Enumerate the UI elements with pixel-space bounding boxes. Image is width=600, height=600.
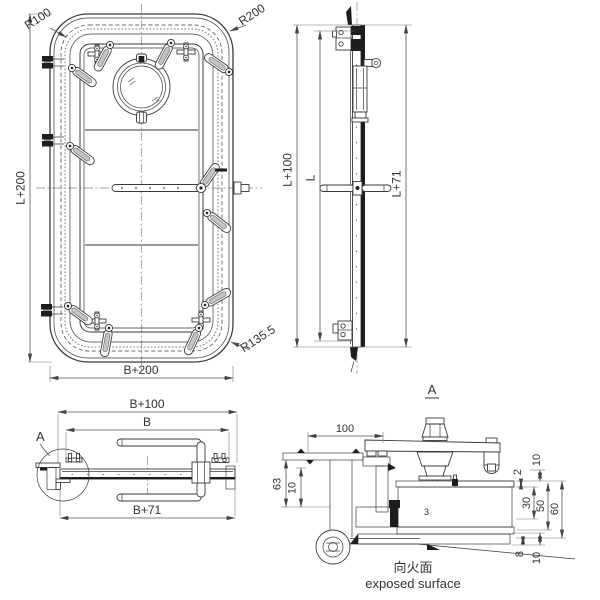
dim-leaf-height-label: L+71 — [390, 170, 404, 197]
side-dimensions: L+100 L L+71 — [281, 24, 412, 348]
part-number-label: 3 — [424, 507, 429, 517]
dim-50-label: 50 — [535, 500, 547, 512]
dim-height-label: L+200 — [14, 171, 28, 205]
porthole — [112, 53, 171, 124]
dim-10-bottom-label: 10 — [531, 552, 543, 564]
detail-title: A — [425, 382, 439, 399]
detail-callout-label: A — [36, 429, 45, 444]
dim-outer-height-label: L+100 — [281, 153, 295, 187]
dim-clear-height-label: L — [304, 174, 318, 181]
dim-63-label: 63 — [272, 478, 284, 490]
radius-label-top-left: R100 — [22, 5, 54, 33]
glass-glint — [127, 77, 136, 86]
leaf-section — [346, 6, 365, 348]
dim-10-left-label: 10 — [287, 482, 299, 494]
dim-leaf-width-label: B+71 — [133, 503, 162, 517]
handle-bar — [111, 161, 250, 195]
detail-callout: A — [36, 429, 90, 502]
bulkhead-flange — [282, 448, 364, 465]
detail-dimensions: 100 63 10 2 10 30 50 60 8 10 — [272, 423, 566, 564]
dim-clear-width-label: B — [143, 415, 151, 429]
radius-label-bottom-right: R135.5 — [238, 322, 278, 355]
hinge-assembly — [332, 26, 361, 51]
detail-title-label: A — [428, 382, 437, 397]
clamp-assembly — [364, 417, 501, 481]
dim-30-label: 30 — [521, 497, 533, 509]
dim-10-top-label: 10 — [531, 454, 543, 466]
door-frame — [49, 13, 234, 363]
plan-view: A B+100 B B+71 — [35, 397, 238, 521]
caption-chinese: 向火面 — [393, 560, 432, 575]
side-handle — [319, 181, 392, 196]
dim-width-label: B+200 — [123, 363, 158, 377]
plan-right-frame — [191, 453, 236, 490]
dim-2-label: 2 — [512, 469, 524, 475]
sill-bracket — [332, 320, 358, 373]
side-view: L+100 L L+71 — [281, 2, 412, 374]
frame-angle — [362, 456, 396, 513]
detail-view: A 3 — [272, 382, 576, 591]
radius-label-top-right: R200 — [236, 1, 268, 29]
dim-8-label: 8 — [514, 551, 526, 557]
front-view: L+200 B+200 R100 R200 R135.5 — [14, 1, 278, 382]
closer-cylinder — [351, 57, 382, 123]
front-dimensions: L+200 B+200 — [14, 13, 234, 382]
dim-100-label: 100 — [336, 423, 354, 435]
door-leaf-section: 3 — [350, 474, 515, 550]
plan-left-frame — [35, 453, 83, 490]
caption-english: exposed surface — [365, 576, 460, 591]
plan-dimensions: B+100 B B+71 — [57, 397, 238, 521]
dim-60-label: 60 — [549, 503, 561, 515]
dim-outer-width-label: B+100 — [129, 397, 164, 411]
caption: 向火面 exposed surface — [365, 560, 460, 591]
glass-glint — [151, 96, 160, 105]
radius-callouts: R100 R200 R135.5 — [22, 1, 278, 355]
